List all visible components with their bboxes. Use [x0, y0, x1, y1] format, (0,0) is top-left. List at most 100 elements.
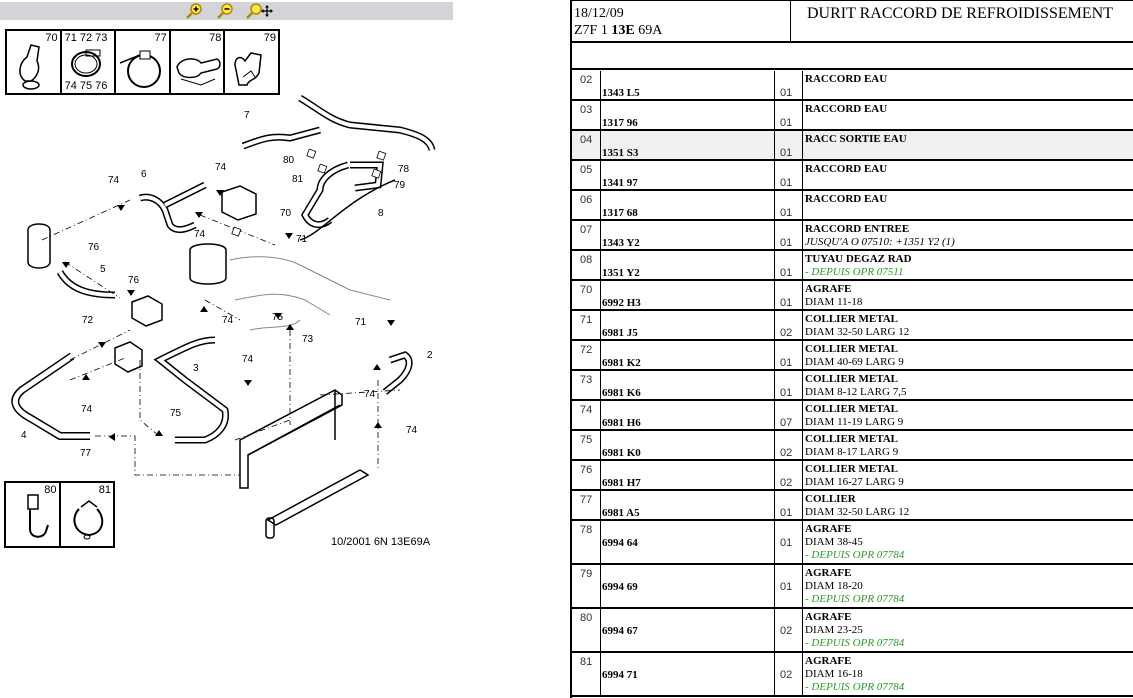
part-quantity: 02 — [780, 625, 793, 637]
part-title: RACCORD EAU — [805, 163, 888, 175]
part-title: COLLIER METAL — [805, 343, 899, 355]
part-applicability-note: - DEPUIS OPR 07784 — [805, 593, 905, 605]
callout-label: 6 — [141, 169, 147, 180]
column-divider — [802, 131, 803, 159]
part-number: 75 — [580, 434, 593, 446]
column-divider — [802, 565, 803, 607]
column-divider — [802, 401, 803, 429]
column-divider — [802, 251, 803, 279]
zoom-pan-button[interactable] — [245, 3, 273, 19]
callout-label: 2 — [427, 350, 433, 361]
callout-label: 7 — [244, 110, 250, 121]
legend-cell: 71 72 73 74 75 76 — [62, 31, 117, 93]
legend-cell: 80 — [6, 483, 61, 546]
legend-number: 79 — [263, 32, 276, 44]
column-divider — [600, 401, 601, 429]
part-description: RACCORD EAU — [805, 103, 887, 116]
callout-label: 74 — [364, 389, 376, 400]
part-reference: 6981 K2 — [602, 357, 641, 369]
part-title: COLLIER METAL — [805, 433, 899, 445]
part-number: 78 — [580, 524, 593, 536]
column-divider — [774, 401, 775, 429]
zoom-out-icon — [217, 3, 233, 19]
column-divider — [600, 251, 601, 279]
column-divider — [600, 281, 601, 309]
column-divider — [774, 341, 775, 369]
column-divider — [802, 71, 803, 99]
part-quantity: 02 — [780, 447, 793, 459]
column-divider — [774, 131, 775, 159]
part-description: RACCORD EAU — [805, 193, 887, 206]
callout-label: 8 — [378, 208, 384, 219]
clip-79-icon — [234, 52, 263, 86]
legend-cell: 78 — [171, 31, 226, 93]
part-quantity: 01 — [780, 357, 793, 369]
clip-80-icon — [27, 494, 49, 538]
column-divider — [600, 491, 601, 519]
part-quantity: 01 — [780, 297, 793, 309]
clip-legend-bottom: 80 81 — [4, 481, 115, 548]
header-date: 18/12/09 — [574, 6, 624, 21]
column-divider — [802, 653, 803, 695]
column-divider — [774, 191, 775, 219]
legend-number: 71 72 73 — [64, 32, 108, 44]
part-number: 72 — [580, 344, 593, 356]
column-divider — [600, 161, 601, 189]
part-title: AGRAFE — [805, 283, 852, 295]
column-divider — [600, 431, 601, 459]
part-reference: 1317 96 — [602, 117, 638, 129]
clip-81-icon — [72, 500, 103, 540]
part-title: RACCORD EAU — [805, 73, 888, 85]
zoom-toolbar — [0, 2, 453, 20]
part-number: 80 — [580, 612, 593, 624]
column-divider — [600, 221, 601, 249]
part-title: COLLIER METAL — [805, 313, 899, 325]
part-title: AGRAFE — [805, 655, 852, 667]
part-quantity: 01 — [780, 87, 793, 99]
part-spec: DIAM 32-50 LARG 12 — [805, 506, 910, 518]
part-title: COLLIER METAL — [805, 403, 899, 415]
legend-number: 81 — [98, 484, 111, 496]
zoom-out-button[interactable] — [216, 3, 234, 19]
callout-label: 72 — [82, 315, 94, 326]
column-divider — [802, 221, 803, 249]
column-divider — [802, 371, 803, 399]
part-title: COLLIER METAL — [805, 463, 899, 475]
zoom-in-button[interactable] — [185, 3, 203, 19]
column-divider — [600, 131, 601, 159]
hose-clamp-icon — [70, 49, 101, 77]
part-title: RACCORD ENTREE — [805, 223, 910, 235]
column-divider — [600, 521, 601, 563]
part-title: AGRAFE — [805, 567, 852, 579]
legend-cell: 77 — [116, 31, 171, 93]
part-number: 73 — [580, 374, 593, 386]
part-reference: 6981 A5 — [602, 507, 640, 519]
part-quantity: 01 — [780, 507, 793, 519]
column-divider — [802, 431, 803, 459]
part-number: 05 — [580, 164, 593, 176]
callout-label: 74 — [194, 229, 206, 240]
callout-label: 78 — [398, 164, 410, 175]
